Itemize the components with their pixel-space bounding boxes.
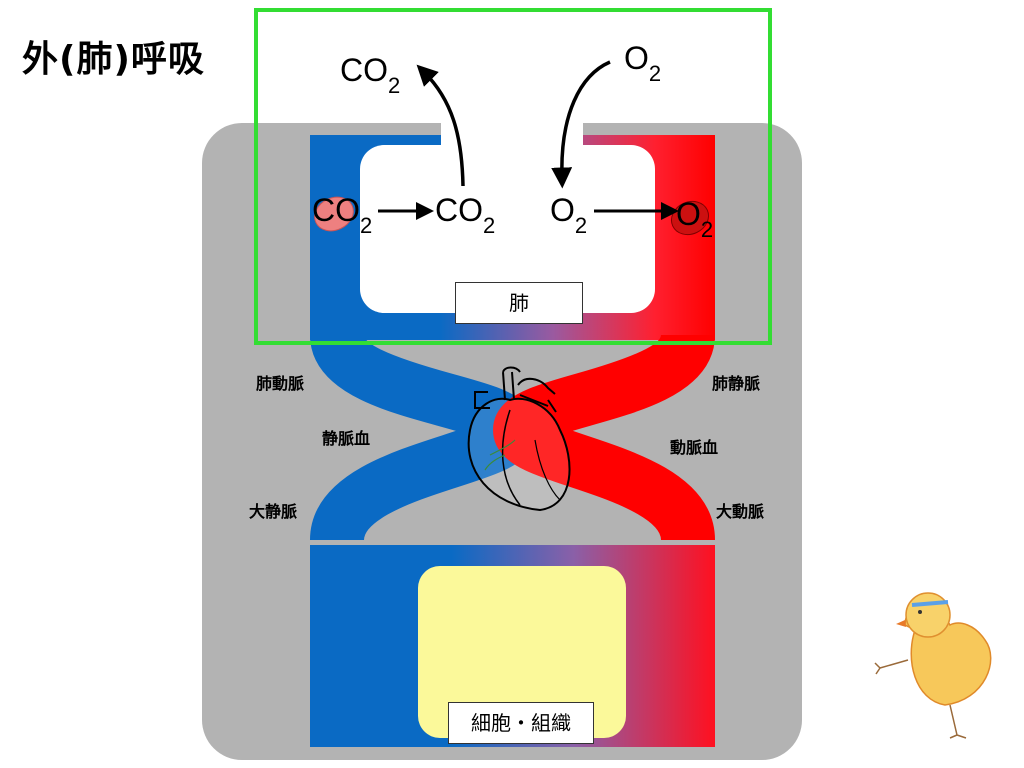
- o2-in-label: O2: [624, 40, 661, 87]
- pulmonary-vein-label: 肺静脈: [712, 374, 761, 393]
- vena-cava-label: 大静脈: [249, 502, 298, 521]
- aorta-label: 大動脈: [716, 502, 765, 521]
- o2-alveolus-base: O: [550, 192, 575, 228]
- lung-label: 肺: [455, 282, 583, 324]
- o2-inhale-arrow: [551, 60, 611, 189]
- arterial-blood-label: 動脈血: [670, 438, 719, 457]
- o2-alveolus-sub: 2: [574, 213, 588, 238]
- pulmonary-artery-label: 肺動脈: [256, 374, 305, 393]
- co2-alveolus-base: CO: [435, 192, 483, 228]
- arterial-vessel: [492, 330, 715, 544]
- co2-alveolus-sub: 2: [483, 213, 496, 238]
- cells-label: 細胞・組織: [448, 702, 594, 744]
- o2-blood-base: O: [676, 196, 701, 232]
- o2-in-base: O: [624, 40, 649, 76]
- o2-carrier-marker: [671, 200, 709, 236]
- co2-alveolus-label: CO2: [435, 192, 495, 239]
- page-title: 外(肺)呼吸: [22, 39, 205, 80]
- venous-blood-label: 静脈血: [322, 429, 371, 448]
- co2-exhale-arrow: [416, 64, 465, 187]
- o2-blood-sub: 2: [700, 217, 714, 242]
- co2-out-base: CO: [340, 52, 388, 88]
- co2-out-sub: 2: [388, 73, 401, 98]
- co2-blood-label: CO2: [312, 192, 372, 239]
- co2-out-label: CO2: [340, 52, 400, 99]
- o2-blood-label: O2: [676, 196, 713, 243]
- co2-blood-sub: 2: [360, 213, 373, 238]
- heart-outline-icon: [467, 366, 571, 512]
- cell-space: [418, 566, 626, 738]
- co2-blood-base: CO: [312, 192, 360, 228]
- trachea-opening: [441, 120, 583, 150]
- external-respiration-frame: [254, 8, 772, 345]
- o2-alveolus-label: O2: [550, 192, 587, 239]
- lung-air-space: [360, 145, 655, 313]
- chick-mascot-icon: [874, 592, 992, 739]
- co2-carrier-marker: [314, 196, 354, 232]
- o2-in-sub: 2: [648, 61, 662, 86]
